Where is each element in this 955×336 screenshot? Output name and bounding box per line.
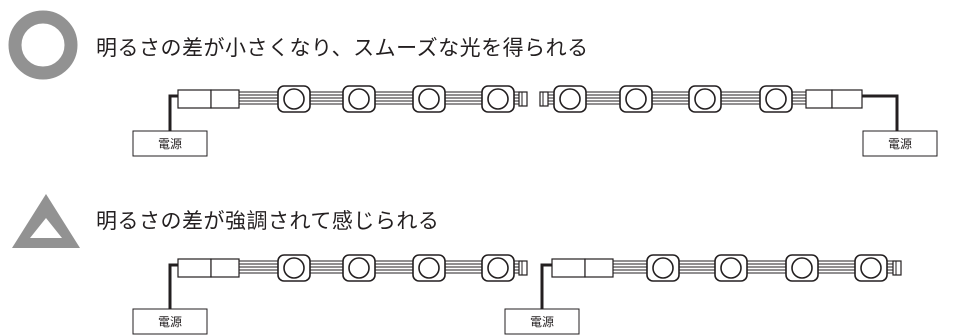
end-cap <box>539 91 549 107</box>
led-lens <box>652 257 674 279</box>
circle-icon <box>8 10 78 80</box>
connector <box>584 258 614 278</box>
led-lens <box>559 88 581 110</box>
power-supply-box <box>504 308 580 335</box>
power-lead <box>540 263 552 309</box>
led-lens <box>487 88 509 110</box>
led-strips <box>168 85 902 309</box>
led-lens <box>418 257 440 279</box>
end-cap <box>518 91 528 107</box>
connector <box>831 89 863 109</box>
led-lens <box>348 257 370 279</box>
triangle-icon <box>12 194 80 248</box>
end-cap <box>518 260 528 276</box>
power-supply-label: 電源 <box>158 315 182 329</box>
led-lens <box>860 257 882 279</box>
power-supply-box <box>132 130 208 157</box>
led-lens <box>283 257 305 279</box>
led-lens <box>765 88 787 110</box>
power-supply-label: 電源 <box>888 137 912 151</box>
power-supply-label: 電源 <box>158 137 182 151</box>
led-lens <box>791 257 813 279</box>
led-lens <box>487 257 509 279</box>
led-lens <box>283 88 305 110</box>
connector <box>177 258 212 278</box>
connector <box>805 89 833 109</box>
led-lens <box>625 88 647 110</box>
power-supply-label: 電源 <box>530 315 554 329</box>
fair-case-heading: 明るさの差が強調されて感じられる <box>96 209 440 233</box>
power-supply-box <box>862 130 938 157</box>
power-boxes: 電源 電源 電源 電源 <box>132 130 938 335</box>
connector <box>551 258 586 278</box>
power-lead <box>168 263 178 309</box>
connector <box>210 89 240 109</box>
end-cap <box>892 260 902 276</box>
power-lead <box>168 94 178 131</box>
connector <box>177 89 212 109</box>
connector <box>210 258 240 278</box>
good-case-heading: 明るさの差が小さくなり、スムーズな光を得られる <box>96 36 589 60</box>
power-supply-box <box>132 308 208 335</box>
led-lens <box>348 88 370 110</box>
led-lens <box>720 257 742 279</box>
led-lens <box>694 88 716 110</box>
power-lead <box>862 94 899 131</box>
led-lens <box>418 88 440 110</box>
